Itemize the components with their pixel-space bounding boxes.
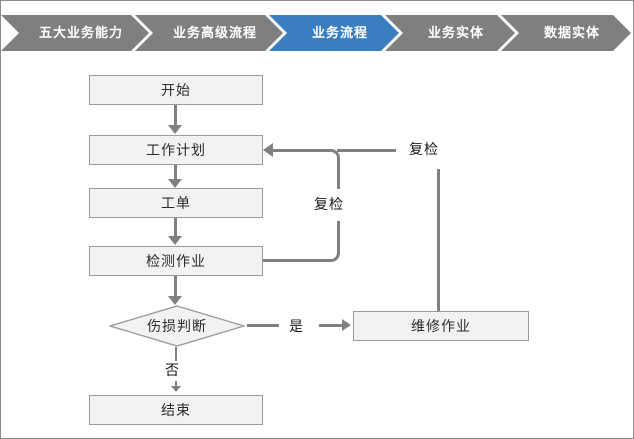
connector-inspection-to-decision [174,276,177,298]
node-work-order[interactable]: 工单 [89,188,263,218]
connector-work-plan-to-work-order [174,165,177,181]
breadcrumb-item-2[interactable]: 业务高级流程 [135,15,283,51]
breadcrumb-item-1[interactable]: 五大业务能力 [1,15,149,51]
node-work-plan-label: 工作计划 [146,142,206,158]
node-repair[interactable]: 维修作业 [353,311,529,341]
arrow-decision-to-end-icon [171,386,181,392]
breadcrumb-item-3-active[interactable]: 业务流程 [269,15,399,51]
breadcrumb: 五大业务能力 业务高级流程 业务流程 业务实体 数据实体 [1,15,634,51]
node-inspection[interactable]: 检测作业 [89,246,263,276]
edge-label-no: 否 [165,362,180,378]
node-start-label: 开始 [161,82,191,98]
connector-repair-feedback-horizontal [337,149,396,152]
connector-inspection-feedback-corner-top [328,149,340,163]
connector-start-to-work-plan [174,105,177,127]
arrow-work-order-to-inspection-icon [168,236,182,245]
connector-inspection-feedback-horizontal [263,259,331,262]
connector-work-order-to-inspection [174,218,177,238]
breadcrumb-item-1-label: 五大业务能力 [38,25,123,40]
connector-inspection-feedback-vertical-lower [337,221,340,251]
edge-label-yes: 是 [289,318,304,334]
node-work-order-label: 工单 [161,195,191,211]
edge-label-recheck-inspection: 复检 [314,196,344,212]
connector-inspection-feedback-corner-bottom [328,250,340,262]
arrow-yes-to-repair-icon [342,319,351,331]
breadcrumb-item-4[interactable]: 业务实体 [385,15,515,51]
edge-label-recheck-repair: 复检 [409,141,439,157]
node-work-plan[interactable]: 工作计划 [89,135,263,165]
connector-inspection-feedback-vertical-upper [337,161,340,189]
breadcrumb-item-2-label: 业务高级流程 [172,25,257,40]
arrow-work-plan-to-work-order-icon [168,179,182,188]
node-decision-label: 伤损判断 [147,318,207,334]
breadcrumb-item-4-label: 业务实体 [427,25,484,40]
node-end[interactable]: 结束 [89,395,263,425]
arrow-inspection-to-decision-icon [168,296,182,305]
breadcrumb-item-5[interactable]: 数据实体 [501,15,631,51]
breadcrumb-item-3-label: 业务流程 [311,25,368,40]
node-inspection-label: 检测作业 [146,253,206,269]
node-decision[interactable]: 伤损判断 [109,305,245,347]
arrow-feedback-to-work-plan-icon [263,143,273,157]
arrow-start-to-work-plan-icon [168,125,182,134]
connector-decision-to-yes [247,324,279,327]
connector-yes-to-repair [319,324,343,327]
node-start[interactable]: 开始 [89,75,263,105]
connector-repair-feedback-vertical [437,169,440,311]
connector-decision-to-end-upper [175,347,177,361]
node-end-label: 结束 [161,402,191,418]
connector-inspection-feedback-to-work-plan [273,149,331,152]
node-repair-label: 维修作业 [411,318,471,334]
breadcrumb-item-5-label: 数据实体 [543,25,600,40]
connector-decision-to-end-lower [175,381,177,387]
